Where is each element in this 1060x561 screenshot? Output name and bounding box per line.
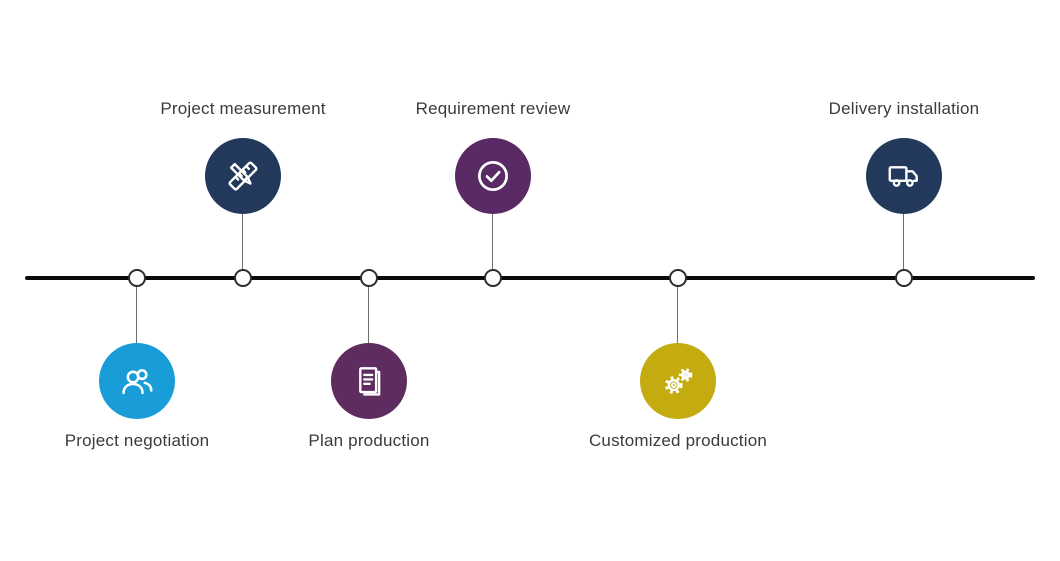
connector-line	[242, 214, 243, 269]
check-circle-icon	[478, 161, 508, 191]
step-icon-circle	[331, 343, 407, 419]
step-label: Customized production	[588, 431, 768, 450]
timeline-node	[360, 269, 378, 287]
timeline-line	[25, 276, 1035, 280]
timeline-node	[669, 269, 687, 287]
step-label: Plan production	[308, 431, 430, 450]
connector-line	[903, 214, 904, 269]
step-icon-circle	[99, 343, 175, 419]
step-icon-circle	[455, 138, 531, 214]
connector-line	[136, 287, 137, 343]
step-label: Project measurement	[160, 99, 326, 118]
connector-line	[677, 287, 678, 343]
timeline-node	[128, 269, 146, 287]
step-icon-circle	[205, 138, 281, 214]
users-icon	[122, 369, 153, 395]
step-label: Delivery installation	[828, 99, 980, 118]
step-icon-circle	[866, 138, 942, 214]
connector-line	[368, 287, 369, 343]
timeline-node	[234, 269, 252, 287]
document-icon	[359, 367, 381, 396]
step-label: Project negotiation	[64, 431, 210, 450]
step-icon-circle	[640, 343, 716, 419]
ruler-pencil-icon	[228, 161, 258, 191]
timeline-node	[895, 269, 913, 287]
gears-icon	[664, 368, 693, 394]
timeline-node	[484, 269, 502, 287]
connector-line	[492, 214, 493, 269]
step-label: Requirement review	[415, 99, 571, 118]
truck-icon	[888, 166, 918, 187]
